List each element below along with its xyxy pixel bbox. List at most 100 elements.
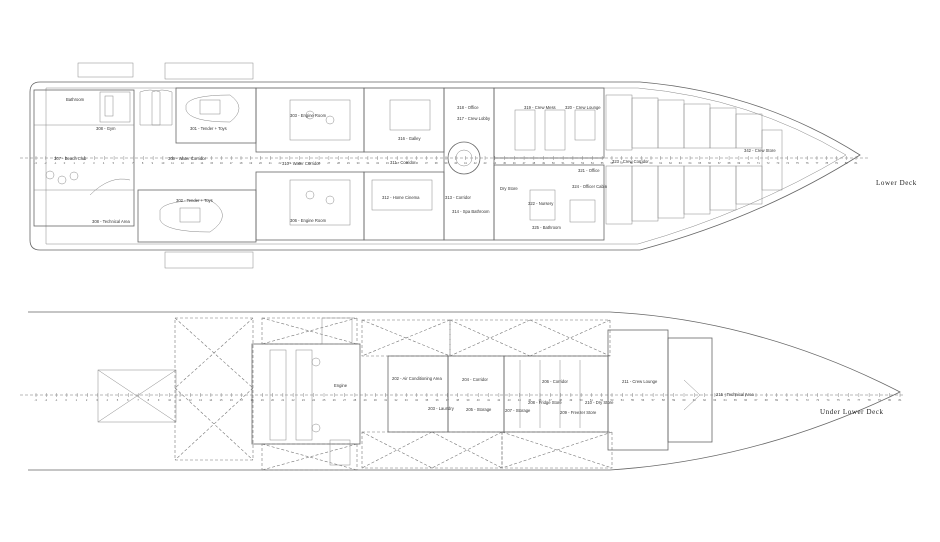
- room-label-342: 342 - Crew Store: [744, 148, 776, 153]
- room-label-321: 321 - Office: [578, 168, 600, 173]
- frame-number: 62: [703, 398, 706, 402]
- room-label-302: 302 - Tender + Toys: [176, 198, 213, 203]
- room-label-316: 316 - Galley: [398, 136, 421, 141]
- frame-number: 3: [96, 398, 98, 402]
- room-label-312: 312 - Home Cinema: [382, 195, 420, 200]
- frame-number: 36: [436, 398, 439, 402]
- frame-number: 65: [734, 398, 737, 402]
- frame-number: -1: [54, 161, 57, 165]
- frame-number: 74: [827, 398, 830, 402]
- frame-number: 52: [571, 161, 574, 165]
- room-label-207: 207 - Storage: [505, 408, 531, 413]
- frame-number: 37: [446, 398, 449, 402]
- frame-number: 44: [518, 398, 521, 402]
- room-label-209: 209 - Freezer Store: [560, 410, 597, 415]
- frame-number: 25: [323, 398, 326, 402]
- room-label-301: 301 - Tender + Toys: [190, 126, 227, 131]
- frame-number: 73: [776, 161, 779, 165]
- frame-number: 24: [312, 398, 315, 402]
- frame-number: -1: [55, 398, 58, 402]
- frame-number: 6: [127, 398, 129, 402]
- frame-number: 71: [796, 398, 799, 402]
- frame-number: 6: [122, 161, 124, 165]
- frame-number: 67: [718, 161, 721, 165]
- frame-number: 23: [288, 161, 291, 165]
- frame-number: 10: [161, 161, 164, 165]
- frame-number: 4: [103, 161, 105, 165]
- frame-number: 34: [415, 398, 418, 402]
- frame-number: 51: [590, 398, 593, 402]
- frame-number: 11: [171, 161, 174, 165]
- frame-number: 72: [767, 161, 770, 165]
- frame-number: 27: [327, 161, 330, 165]
- room-label-bathroom: Bathroom: [66, 97, 85, 102]
- frame-number: 29: [347, 161, 350, 165]
- frame-number: 18: [240, 161, 243, 165]
- frame-number: 61: [693, 398, 696, 402]
- frame-number: 30: [357, 161, 360, 165]
- room-label-320: 320 - Crew Lounge: [565, 105, 601, 110]
- frame-number: 69: [775, 398, 778, 402]
- frame-number: 22: [292, 398, 295, 402]
- room-label-307: 307 - Beach Club: [54, 156, 87, 161]
- frame-number: -3: [35, 161, 38, 165]
- frame-number: 17: [240, 398, 243, 402]
- frame-number: 31: [384, 398, 387, 402]
- frame-number: 33: [405, 398, 408, 402]
- frame-number: 76: [806, 161, 809, 165]
- frame-number: 0: [65, 398, 67, 402]
- frame-number: 1: [76, 398, 78, 402]
- frame-number: 47: [523, 161, 526, 165]
- frame-number: 35: [425, 398, 428, 402]
- frame-number: 5: [117, 398, 119, 402]
- frame-number: 0: [64, 161, 66, 165]
- frame-number: 79: [878, 398, 881, 402]
- frame-number: 42: [497, 398, 500, 402]
- frame-number: 19: [261, 398, 264, 402]
- frame-number: 25: [308, 161, 311, 165]
- room-label-202: 202 - Air Conditioning Area: [392, 376, 442, 381]
- frame-number: 74: [786, 161, 789, 165]
- frame-number: 55: [601, 161, 604, 165]
- frame-number: 63: [713, 398, 716, 402]
- frame-number: 7: [132, 161, 134, 165]
- frame-number: 26: [333, 398, 336, 402]
- frame-number: 26: [318, 161, 321, 165]
- under-lower-deck-title: Under Lower Deck: [820, 408, 884, 416]
- frame-number: 9: [152, 161, 154, 165]
- frame-number: 70: [785, 398, 788, 402]
- frame-number: 17: [230, 161, 233, 165]
- frame-number: 75: [837, 398, 840, 402]
- frame-number: 45: [528, 398, 531, 402]
- frame-number: 56: [641, 398, 644, 402]
- frame-number: 13: [199, 398, 202, 402]
- frame-number: 45: [503, 161, 506, 165]
- frame-number: 34: [396, 161, 399, 165]
- frame-number: 19: [249, 161, 252, 165]
- frame-number: 48: [532, 161, 535, 165]
- frame-number: 1: [74, 161, 76, 165]
- frame-number: 4: [107, 398, 109, 402]
- frame-number: 12: [189, 398, 192, 402]
- room-label-306: 306 - Engine Room: [290, 218, 327, 223]
- lower-deck-hull: [29, 81, 861, 251]
- frame-number: 29: [364, 398, 367, 402]
- frame-number: 2: [86, 398, 88, 402]
- frame-number: 8: [148, 398, 150, 402]
- room-label-318: 318 - Office: [457, 105, 479, 110]
- room-label-310: 310 - Water Corridor: [282, 161, 321, 166]
- frame-number: 18: [251, 398, 254, 402]
- frame-number: 62: [669, 161, 672, 165]
- crew-lobby-spiral-stair: [447, 141, 481, 175]
- frame-number: 59: [672, 398, 675, 402]
- frame-number: 78: [825, 161, 828, 165]
- frame-number: 43: [484, 161, 487, 165]
- room-label-engine: Engine: [334, 383, 348, 388]
- frame-number: 2: [83, 161, 85, 165]
- under-lower-deck-hull: [28, 311, 901, 471]
- frame-number: 20: [259, 161, 262, 165]
- frame-number: 57: [620, 161, 623, 165]
- frame-number: 28: [337, 161, 340, 165]
